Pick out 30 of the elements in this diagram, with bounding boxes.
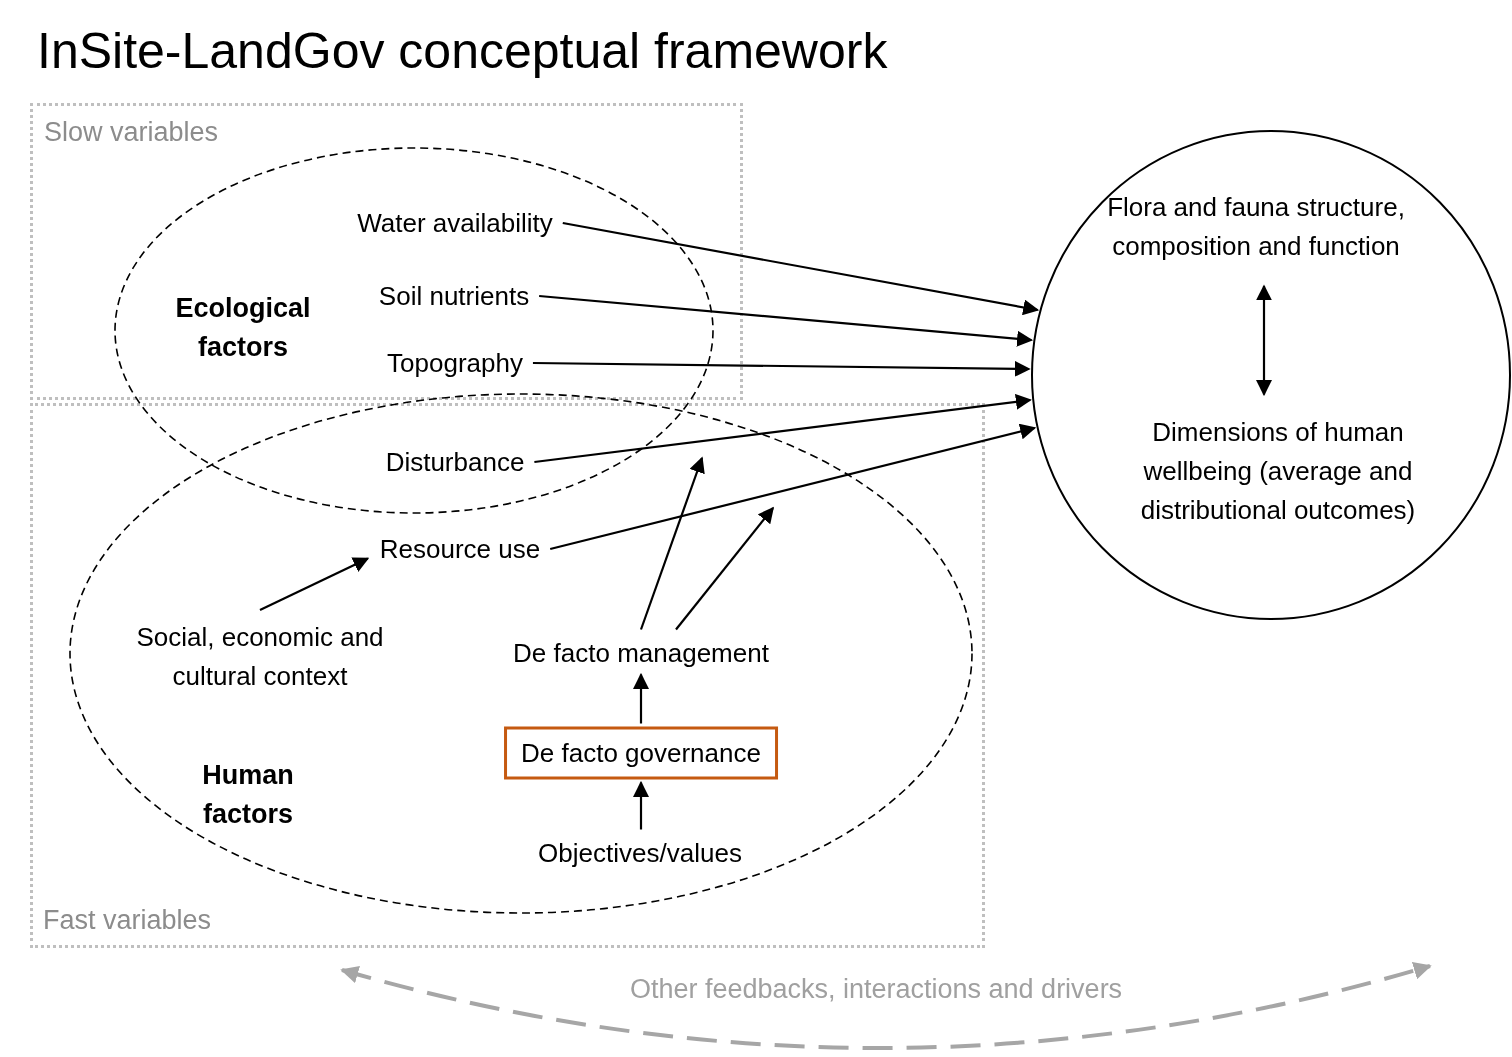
factor-label: Topography bbox=[387, 343, 523, 383]
feedback-label: Other feedbacks, interactions and drivers bbox=[629, 973, 1123, 1005]
factor-label: Resource use bbox=[379, 529, 541, 569]
outcome-circle bbox=[1031, 130, 1511, 620]
factor-label: Water availability bbox=[357, 203, 553, 243]
arrow bbox=[1256, 284, 1272, 397]
arrow bbox=[539, 294, 1034, 347]
diagram-title: InSite-LandGov conceptual framework bbox=[37, 22, 888, 80]
arrow bbox=[534, 393, 1032, 464]
arrow bbox=[633, 780, 649, 830]
arrow bbox=[549, 423, 1037, 551]
factor-label: Disturbance bbox=[385, 442, 525, 482]
arrow bbox=[639, 456, 705, 630]
group-heading: Ecological factors bbox=[174, 291, 312, 364]
factor-label: Objectives/values bbox=[538, 833, 742, 873]
factor-label: Soil nutrients bbox=[378, 276, 530, 316]
arrow bbox=[675, 506, 774, 631]
factor-label: Dimensions of human wellbeing (average and distributional outcomes) bbox=[1113, 412, 1443, 530]
dashed-ellipse bbox=[114, 147, 714, 514]
factor-label: De facto management bbox=[513, 633, 769, 673]
arrow bbox=[562, 221, 1040, 316]
factor-label: Social, economic and cultural context bbox=[115, 618, 405, 696]
arrow bbox=[633, 672, 649, 724]
arrow bbox=[532, 360, 1031, 377]
arrow bbox=[259, 557, 370, 611]
factor-label: Flora and fauna structure, composition and function bbox=[1106, 188, 1406, 266]
group-heading: Human factors bbox=[201, 758, 295, 831]
governance-box: De facto governance bbox=[504, 726, 778, 780]
region-label: Slow variables bbox=[44, 116, 219, 148]
region-label: Fast variables bbox=[43, 904, 212, 936]
